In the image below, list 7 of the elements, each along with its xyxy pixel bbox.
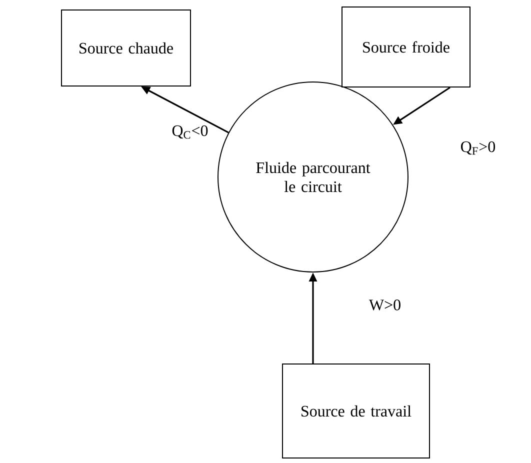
- source-box: Source froide: [342, 6, 470, 88]
- source-box: Source de travail: [282, 363, 430, 458]
- edge-label: Q$_{C}$<0: [172, 125, 208, 139]
- source-box: Source chaude: [61, 10, 191, 86]
- circle-node: Fluide parcourant le circuit: [218, 82, 408, 272]
- edge-label: Q$_{F}$>0: [461, 141, 496, 155]
- edge-label: W>0: [368, 300, 400, 310]
